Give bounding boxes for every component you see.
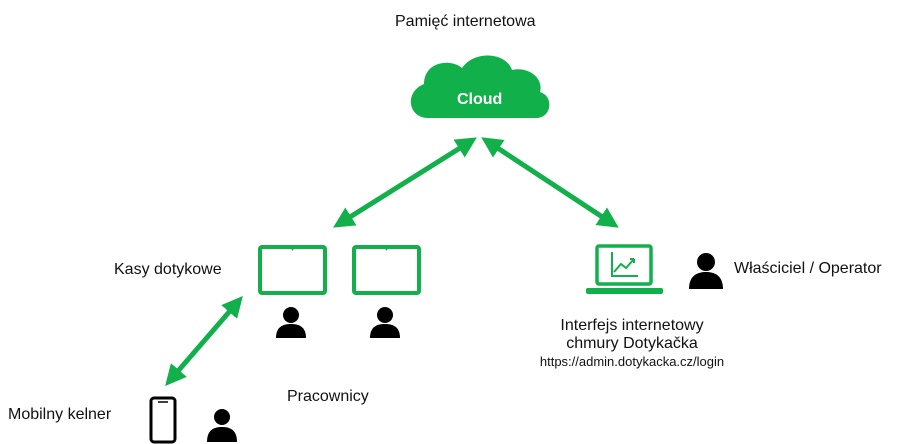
cloud-label: Cloud — [457, 91, 503, 108]
web-interface-title: Interfejs internetowy — [560, 317, 704, 334]
web-interface-subtitle: chmury Dotykačka — [566, 335, 698, 352]
tablet-icon — [352, 245, 421, 295]
owner-label: Właściciel / Operator — [734, 260, 882, 277]
arrow-cloud-terminals — [333, 137, 477, 228]
cloud-caption: Pamięć internetowa — [395, 13, 536, 30]
person-icon — [207, 409, 237, 442]
smartphone-icon — [149, 396, 177, 444]
cloud-icon — [410, 55, 550, 118]
staff-label: Pracownicy — [287, 388, 369, 405]
mobile-label: Mobilny kelner — [8, 406, 112, 423]
person-icon — [370, 307, 400, 338]
web-interface-url[interactable]: https://admin.dotykacka.cz/login — [539, 354, 725, 369]
tablet-icon — [258, 245, 327, 295]
laptop-chart-icon — [586, 244, 663, 294]
person-icon — [276, 307, 306, 338]
terminals-label: Kasy dotykowe — [114, 261, 222, 278]
arrow-terminals-mobile — [165, 296, 243, 386]
person-icon — [689, 253, 723, 289]
arrow-cloud-web-interface — [481, 137, 619, 228]
